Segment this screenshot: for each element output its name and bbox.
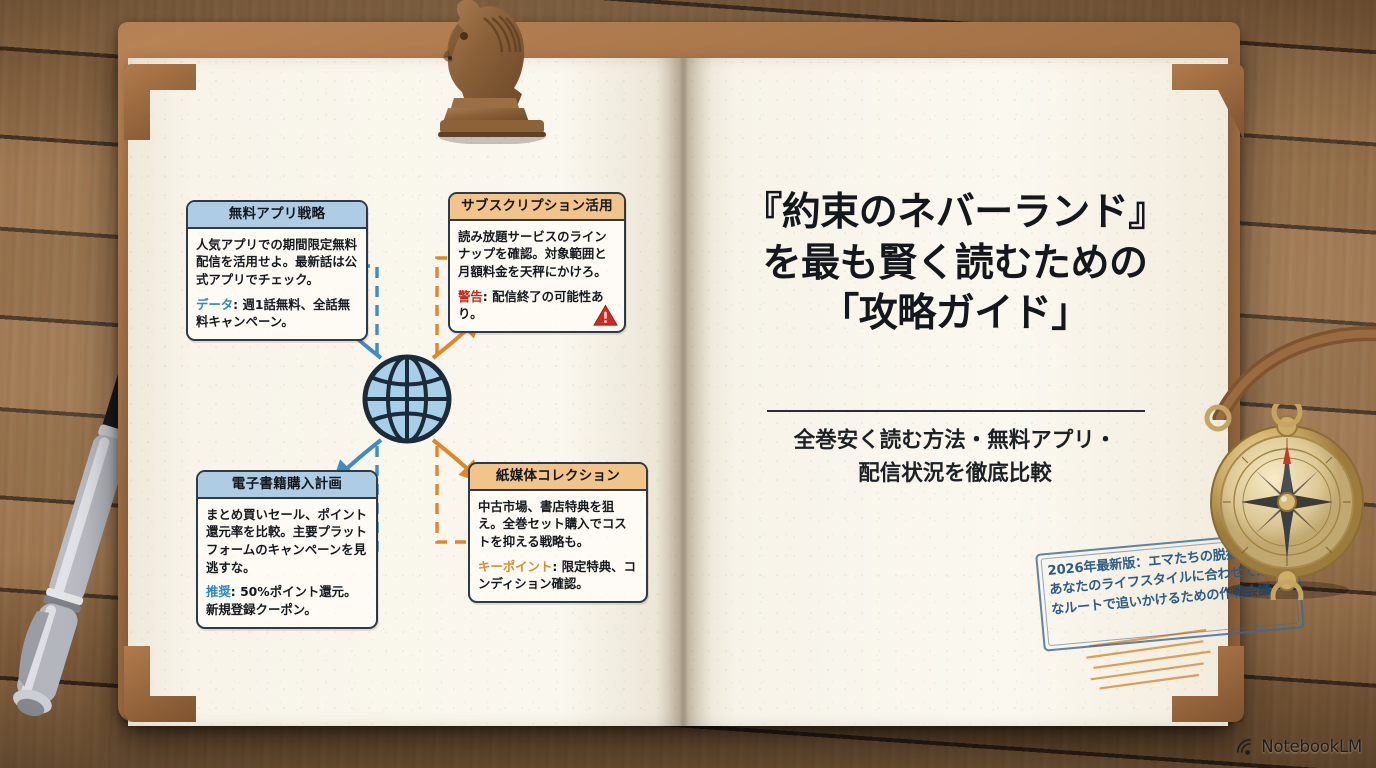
notebooklm-watermark: NotebookLM: [1234, 736, 1362, 756]
journal-pages: 無料アプリ戦略 人気アプリでの期間限定無料配信を活用せよ。最新話は公式アプリでチ…: [128, 58, 1305, 726]
card-body-text: 読み放題サービスのラインナップを確認。対象範囲と月額料金を天秤にかけろ。: [458, 228, 607, 280]
mindmap-card-ebook-purchase-plan[interactable]: 電子書籍購入計画 まとめ買いセール、ポイント還元率を比較。主要プラットフォームの…: [196, 470, 378, 629]
card-note-label: キーポイント: [478, 558, 553, 574]
card-note: キーポイント: 限定特典、コンディション確認。: [478, 558, 638, 593]
card-note-colon: :: [230, 584, 241, 600]
card-note-text: 限定特典、コンディション確認。: [478, 558, 636, 592]
page-title-line-2: を最も賢く読むための: [762, 240, 1148, 286]
leather-strap: [1200, 300, 1376, 426]
card-body: 中古市場、書店特典を狙え。全巻セット購入でコストを抑える戦略も。 キーポイント:…: [470, 491, 646, 601]
card-body-text: 人気アプリでの期間限定無料配信を活用せよ。最新話は公式アプリでチェック。: [196, 236, 358, 288]
card-note-text: 配信終了の可能性あり。: [458, 288, 604, 322]
card-title: 電子書籍購入計画: [198, 472, 376, 499]
card-note-label: 警告: [458, 288, 483, 304]
mindmap-card-print-collection[interactable]: 紙媒体コレクション 中古市場、書店特典を狙え。全巻セット購入でコストを抑える戦略…: [468, 462, 648, 603]
card-note: 警告: 配信終了の可能性あり。: [458, 288, 616, 323]
card-note-label: 推奨: [206, 584, 231, 600]
globe-grid-icon: [356, 348, 458, 450]
chess-knight-piece: [400, 0, 580, 145]
card-title: 無料アプリ戦略: [188, 202, 366, 229]
card-title: サブスクリプション活用: [450, 194, 624, 221]
page-subtitle: 全巻安く読む方法・無料アプリ・ 配信状況を徹底比較: [725, 424, 1185, 490]
card-body: 人気アプリでの期間限定無料配信を活用せよ。最新話は公式アプリでチェック。 データ…: [188, 229, 366, 339]
notebooklm-label: NotebookLM: [1261, 736, 1362, 756]
card-note: データ: 週1話無料、全話無料キャンペーン。: [196, 296, 358, 331]
page-title-line-3: 「攻略ガイド」: [820, 291, 1090, 337]
title-panel: 『約束のネバーランド』 を最も賢く読むための 「攻略ガイド」 全巻安く読む方法・…: [681, 58, 1305, 726]
card-note-text: 週1話無料、全話無料キャンペーン。: [196, 296, 351, 330]
card-note-label: データ: [196, 296, 234, 312]
card-note-text: 50%ポイント還元。新規登録クーポン。: [206, 584, 357, 617]
card-body-text: まとめ買いセール、ポイント還元率を比較。主要プラットフォームのキャンペーンを見逃…: [206, 506, 368, 575]
page-subtitle-line-2: 配信状況を徹底比較: [858, 461, 1052, 487]
card-body: 読み放題サービスのラインナップを確認。対象範囲と月額料金を天秤にかけろ。 警告:…: [450, 221, 624, 331]
brass-compass: [1198, 396, 1376, 613]
mindmap-card-free-app-strategy[interactable]: 無料アプリ戦略 人気アプリでの期間限定無料配信を活用せよ。最新話は公式アプリでチ…: [186, 200, 368, 341]
leather-corner-top-right: [1172, 64, 1244, 140]
page-subtitle-line-1: 全巻安く読む方法・無料アプリ・: [793, 428, 1117, 453]
notebooklm-logo-icon: [1237, 739, 1251, 755]
card-title: 紙媒体コレクション: [470, 464, 646, 491]
right-page: [681, 58, 1228, 726]
card-note-colon: :: [482, 288, 493, 304]
card-body-text: 中古市場、書店特典を狙え。全巻セット購入でコストを抑える戦略も。: [478, 498, 627, 550]
leather-corner-top-left: [124, 64, 196, 140]
card-note: 推奨: 50%ポイント還元。新規登録クーポン。: [206, 583, 368, 618]
page-title: 『約束のネバーランド』 を最も賢く読むための 「攻略ガイド」: [705, 188, 1205, 340]
leather-corner-bottom-left: [124, 646, 196, 722]
stamp-speed-lines: [1086, 628, 1211, 690]
mindmap-card-subscription-usage[interactable]: サブスクリプション活用 読み放題サービスのラインナップを確認。対象範囲と月額料金…: [448, 192, 626, 333]
warning-triangle-icon: [593, 304, 618, 326]
page-title-line-1: 『約束のネバーランド』: [743, 190, 1167, 235]
card-body: まとめ買いセール、ポイント還元率を比較。主要プラットフォームのキャンペーンを見逃…: [198, 499, 376, 627]
leather-corner-bottom-right: [1172, 646, 1244, 722]
title-divider: [767, 410, 1145, 412]
mindmap-panel: 無料アプリ戦略 人気アプリでの期間限定無料配信を活用せよ。最新話は公式アプリでチ…: [128, 58, 681, 726]
card-note-colon: :: [233, 296, 243, 312]
card-note-colon: :: [552, 558, 562, 574]
